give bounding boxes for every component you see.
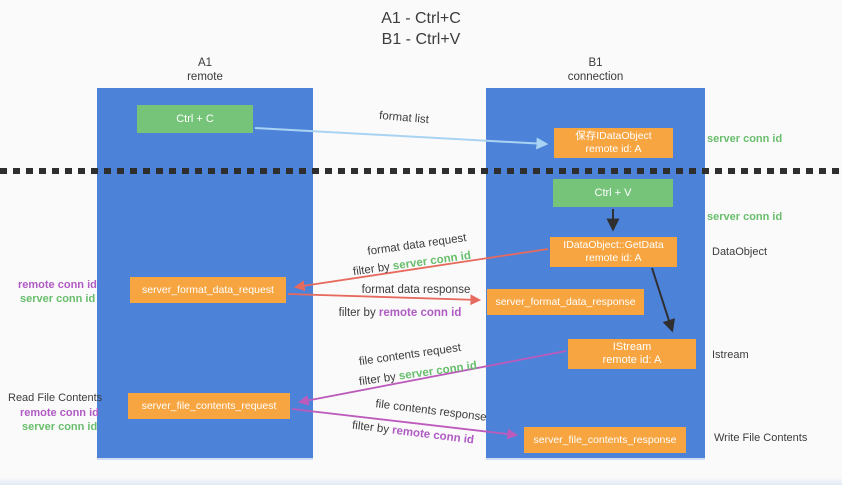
getdata-line1: IDataObject::GetData bbox=[563, 239, 664, 251]
ctrl-v-node: Ctrl + V bbox=[553, 179, 673, 207]
column-b-role: connection bbox=[567, 71, 624, 83]
diagram-title: A1 - Ctrl+C B1 - Ctrl+V bbox=[311, 8, 531, 50]
column-a-header: A1 remote bbox=[97, 56, 313, 84]
save-idataobject-node: 保存IDataObject remote id: A bbox=[554, 128, 673, 158]
read-file-contents-label: Read File Contents bbox=[8, 392, 103, 404]
format-list-label: format list bbox=[378, 109, 430, 127]
format-data-response-label: format data response bbox=[361, 284, 471, 296]
server-format-data-response-node: server_format_data_response bbox=[487, 289, 644, 315]
ctrl-c-node: Ctrl + C bbox=[137, 105, 253, 133]
server-file-contents-response-label: server_file_contents_response bbox=[533, 433, 677, 446]
title-line-2: B1 - Ctrl+V bbox=[381, 31, 461, 48]
server-format-data-request-node: server_format_data_request bbox=[130, 277, 286, 303]
write-file-contents-label: Write File Contents bbox=[714, 432, 808, 444]
server-conn-id-text: server conn id bbox=[398, 359, 478, 383]
save-idataobject-line1: 保存IDataObject bbox=[575, 130, 652, 142]
save-idataobject-line2: remote id: A bbox=[585, 143, 642, 155]
dataobject-label: DataObject bbox=[712, 246, 768, 258]
column-a-name: A1 bbox=[197, 57, 213, 69]
server-conn-id-right-top-label: server conn id bbox=[707, 133, 783, 145]
filter-by-text: filter by bbox=[358, 371, 397, 389]
filter-by-remote-conn-id-label-1: filter by remote conn id bbox=[339, 307, 462, 319]
ctrl-c-label: Ctrl + C bbox=[176, 112, 214, 125]
istream-line1: IStream bbox=[612, 341, 652, 353]
istream-side-label: Istream bbox=[712, 349, 749, 361]
istream-node: IStream remote id: A bbox=[568, 339, 696, 369]
server-file-contents-response-node: server_file_contents_response bbox=[524, 427, 686, 453]
ctrl-v-label: Ctrl + V bbox=[594, 186, 632, 199]
server-file-contents-request-label: server_file_contents_request bbox=[141, 399, 277, 412]
file-contents-response-label: file contents response bbox=[374, 398, 488, 424]
remote-conn-id-left-top-label: remote conn id bbox=[18, 279, 97, 291]
server-conn-id-left-top-label: server conn id bbox=[20, 293, 96, 305]
getdata-line2: remote id: A bbox=[585, 252, 642, 264]
filter-by-text: filter by bbox=[338, 307, 376, 319]
title-line-1: A1 - Ctrl+C bbox=[381, 10, 461, 27]
server-conn-id-left-bottom-label: server conn id bbox=[22, 421, 98, 433]
remote-conn-id-text: remote conn id bbox=[378, 307, 462, 319]
server-conn-id-text: server conn id bbox=[392, 249, 472, 273]
column-b-name: B1 bbox=[588, 57, 603, 69]
column-b-header: B1 connection bbox=[486, 56, 705, 84]
filter-by-remote-conn-id-label-2: filter by remote conn id bbox=[351, 420, 474, 447]
server-conn-id-right-mid-label: server conn id bbox=[707, 211, 783, 223]
bottom-edge-strip bbox=[0, 477, 842, 485]
filter-by-text: filter by bbox=[351, 419, 390, 436]
server-format-data-request-label: server_format_data_request bbox=[142, 283, 274, 296]
istream-line2: remote id: A bbox=[602, 354, 662, 366]
copy-paste-separator-line bbox=[0, 168, 842, 174]
column-a-role: remote bbox=[187, 71, 223, 83]
remote-conn-id-text: remote conn id bbox=[391, 424, 475, 447]
filter-by-text: filter by bbox=[352, 261, 391, 279]
server-format-data-response-label: server_format_data_response bbox=[495, 295, 636, 308]
idataobject-getdata-node: IDataObject::GetData remote id: A bbox=[550, 237, 677, 267]
remote-conn-id-left-bottom-label: remote conn id bbox=[20, 407, 99, 419]
server-file-contents-request-node: server_file_contents_request bbox=[128, 393, 290, 419]
